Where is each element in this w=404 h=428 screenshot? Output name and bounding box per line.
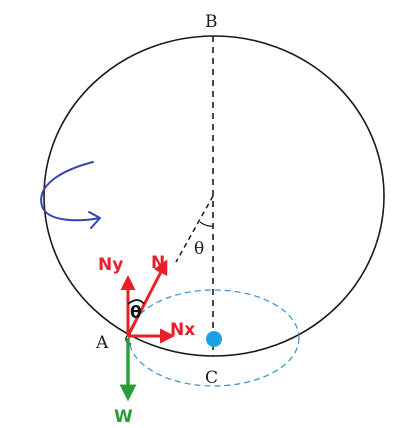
theta-a-label: θ — [130, 303, 142, 323]
curved-rotation-arrow-icon — [40, 161, 101, 229]
angle-a-arc — [127, 299, 145, 305]
sphere-outline — [43, 35, 385, 357]
weight-label: W — [114, 407, 133, 427]
center-theta-label: θ — [194, 239, 204, 259]
radius-line — [175, 195, 214, 263]
normal-force-arrow — [126, 259, 168, 337]
center-angle-arc — [199, 221, 214, 227]
orbit-center-dot — [206, 331, 222, 347]
point-a-label: A — [95, 333, 109, 353]
point-c-label: C — [205, 368, 218, 388]
point-b-label: B — [205, 12, 218, 32]
normal-y-label: Ny — [98, 255, 123, 275]
normal-force-label: N — [151, 253, 165, 273]
normal-x-label: Nx — [170, 320, 195, 340]
